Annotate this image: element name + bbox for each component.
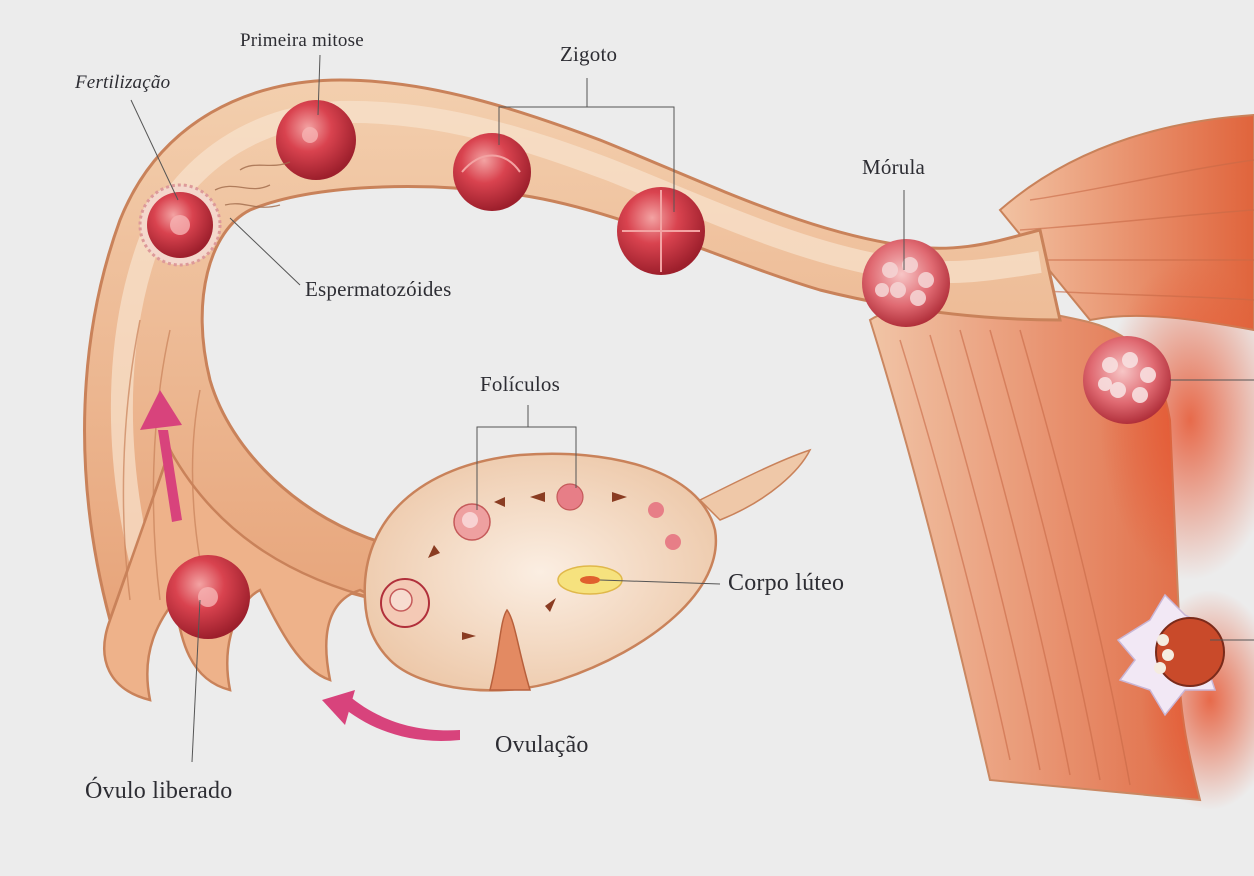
zygote-cell <box>453 133 531 211</box>
label-morula: Mórula <box>862 155 925 180</box>
released-ovum <box>166 555 250 639</box>
follicle <box>648 502 664 518</box>
fertilized-ovum <box>140 185 220 265</box>
label-zigoto: Zigoto <box>560 42 617 67</box>
morula-cell <box>862 239 950 327</box>
follicle <box>557 484 583 510</box>
ovary <box>365 454 716 691</box>
zygote-cell-divided <box>617 187 705 275</box>
label-ovulacao: Ovulação <box>495 732 589 759</box>
uterus <box>870 115 1254 810</box>
label-corpo-luteo: Corpo lúteo <box>728 570 844 597</box>
first-mitosis-cell <box>276 100 356 180</box>
label-ovulo-liberado: Óvulo liberado <box>85 778 232 805</box>
label-primeira-mitose: Primeira mitose <box>240 30 364 52</box>
label-espermatozoides: Espermatozóides <box>305 277 451 302</box>
label-fertilizacao: Fertilização <box>75 72 170 94</box>
blastocyst-cell <box>1083 336 1171 424</box>
label-foliculos: Folículos <box>480 372 560 397</box>
follicle <box>665 534 681 550</box>
